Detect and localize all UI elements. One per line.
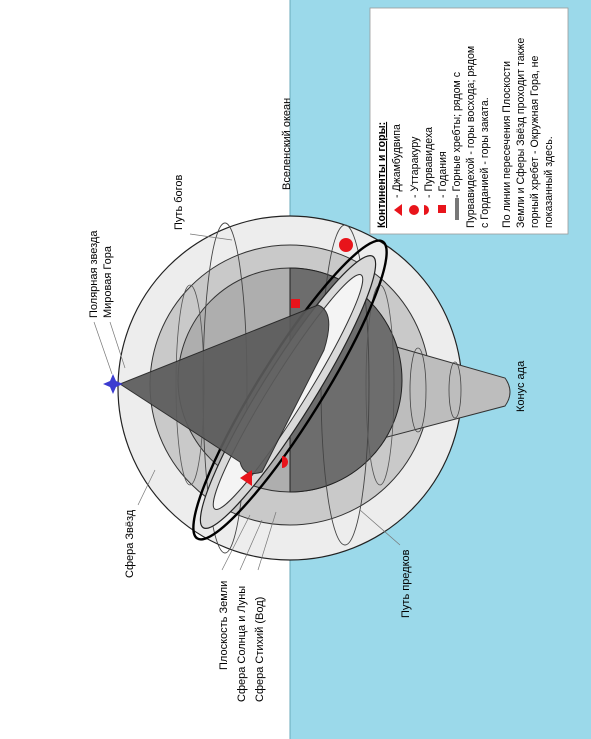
ridge-icon	[455, 198, 459, 220]
label-polar-star: Полярная звезда	[88, 230, 100, 318]
legend-title: Континенты и горы:	[376, 122, 388, 228]
legend-item-text: - Пурвавидеха	[423, 127, 435, 198]
label-cone-of-hell: Конус ада	[515, 360, 527, 412]
label-universal-ocean: Вселенский океан	[281, 98, 293, 190]
legend-item-text: - Джамбудвипа	[391, 124, 403, 198]
legend-item-text: - Годания	[437, 151, 449, 198]
legend-box	[369, 7, 569, 235]
label-sphere-of-stars: Сфера Звёзд	[124, 509, 136, 578]
legend-note-line: горный хребет - Окружная Гора, не	[529, 56, 541, 228]
triangle-icon	[240, 470, 252, 486]
label-world-mountain: Мировая Гора	[102, 245, 114, 318]
triangle-icon	[394, 204, 402, 216]
leader-line	[221, 514, 251, 571]
circle-icon	[339, 238, 353, 252]
legend-note-line: Земли и Сферы Звёзд проходит также	[515, 38, 527, 228]
square-icon	[438, 205, 446, 213]
leader-line	[189, 233, 233, 241]
legend: Континенты и горы: - Джамбудвипа - Уттар…	[369, 7, 569, 235]
label-earth-plane: Плоскость Земли	[218, 581, 230, 670]
square-icon	[291, 299, 300, 308]
world-mountain	[118, 304, 330, 475]
leader-line	[109, 321, 126, 369]
legend-item-text: - Уттаракуру	[409, 136, 421, 198]
leader-line	[137, 469, 156, 506]
circle-icon	[409, 205, 419, 215]
leader-line	[93, 321, 113, 375]
cone-ring	[409, 347, 427, 433]
legend-item-text: - Горные хребты; рядом с	[451, 71, 463, 198]
polar-star-icon	[103, 374, 123, 394]
label-path-of-ancestors: Путь предков	[400, 549, 412, 618]
legend-ridge-line: с Горданией - горы заката.	[479, 97, 491, 228]
label-elements-sphere: Сфера Стихий (Вод)	[254, 597, 266, 702]
legend-note-line: По линии пересечения Плоскости	[501, 61, 513, 228]
legend-ridge-line: Пурвавидехой - горы восхода; рядом	[465, 46, 477, 228]
half-circle-icon	[282, 456, 288, 468]
label-sun-moon-sphere: Сфера Солнца и Луны	[236, 586, 248, 702]
leader-line	[257, 511, 277, 571]
leader-line	[239, 519, 263, 571]
half-circle-icon	[424, 205, 429, 215]
label-path-of-gods: Путь богов	[173, 174, 185, 230]
legend-note-line: показанный здесь.	[543, 136, 555, 228]
cone-ring	[448, 361, 462, 419]
leader-line	[359, 509, 401, 546]
